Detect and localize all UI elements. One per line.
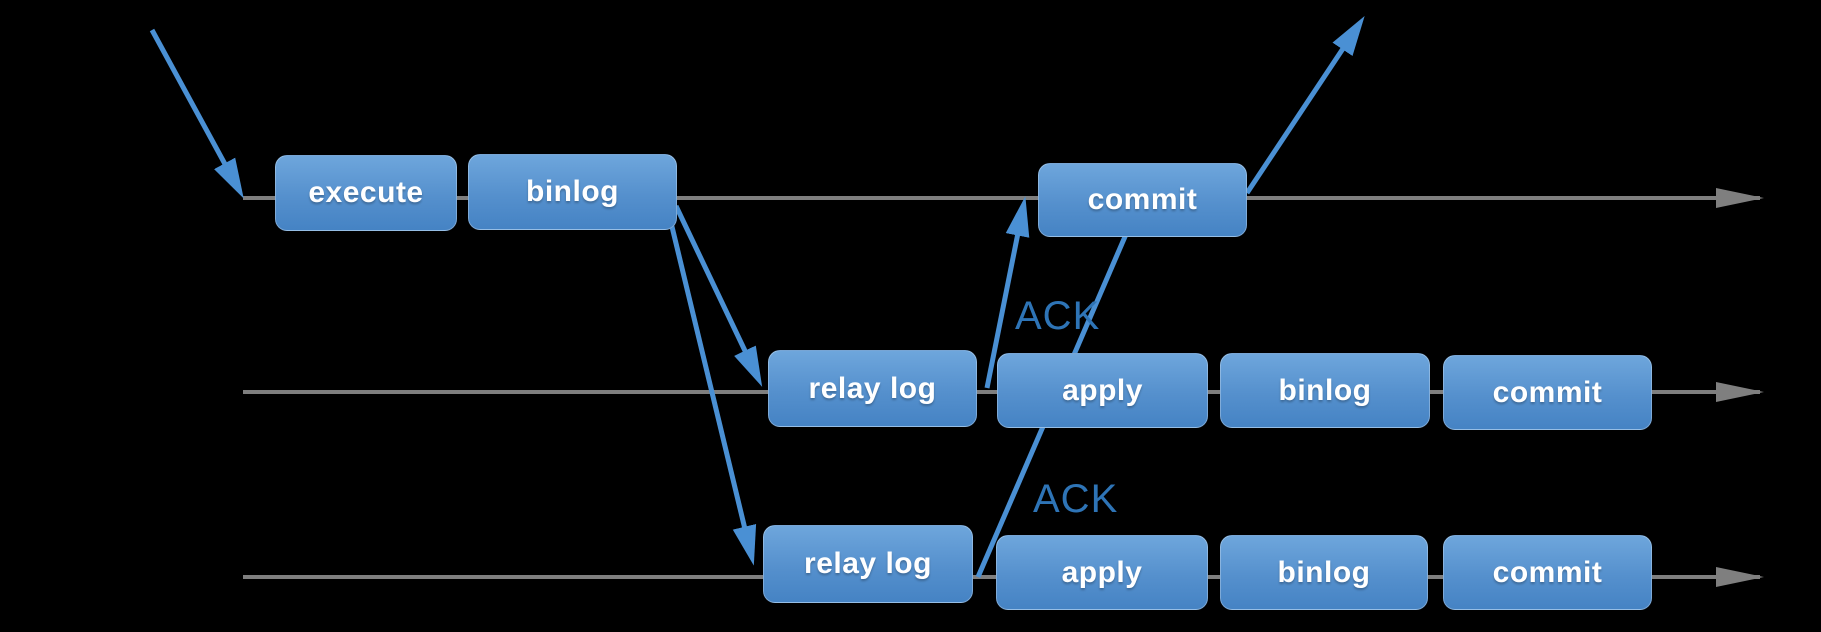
box-master-binlog: binlog: [468, 154, 677, 230]
box-replica1-apply: apply: [997, 353, 1208, 428]
box-master-commit: commit: [1038, 163, 1247, 237]
ack-label-replica2: ACK: [1033, 477, 1119, 521]
commit-response-arrow: [1244, 16, 1365, 195]
box-replica2-apply: apply: [996, 535, 1208, 610]
client-request-arrow: [149, 28, 244, 199]
box-replica2-binlog: binlog: [1220, 535, 1428, 610]
ack-label-replica1: ACK: [1015, 294, 1101, 338]
box-replica2-commit: commit: [1443, 535, 1652, 610]
binlog-to-replica2-relaylog-arrow: [664, 205, 757, 566]
box-replica1-relaylog: relay log: [768, 350, 977, 427]
box-master-execute: execute: [275, 155, 457, 231]
box-replica2-relaylog: relay log: [763, 525, 973, 603]
replica1-ack-arrow: [984, 196, 1030, 389]
box-replica1-binlog: binlog: [1220, 353, 1430, 428]
binlog-to-replica1-relaylog-arrow: [673, 204, 763, 387]
box-replica1-commit: commit: [1443, 355, 1652, 430]
